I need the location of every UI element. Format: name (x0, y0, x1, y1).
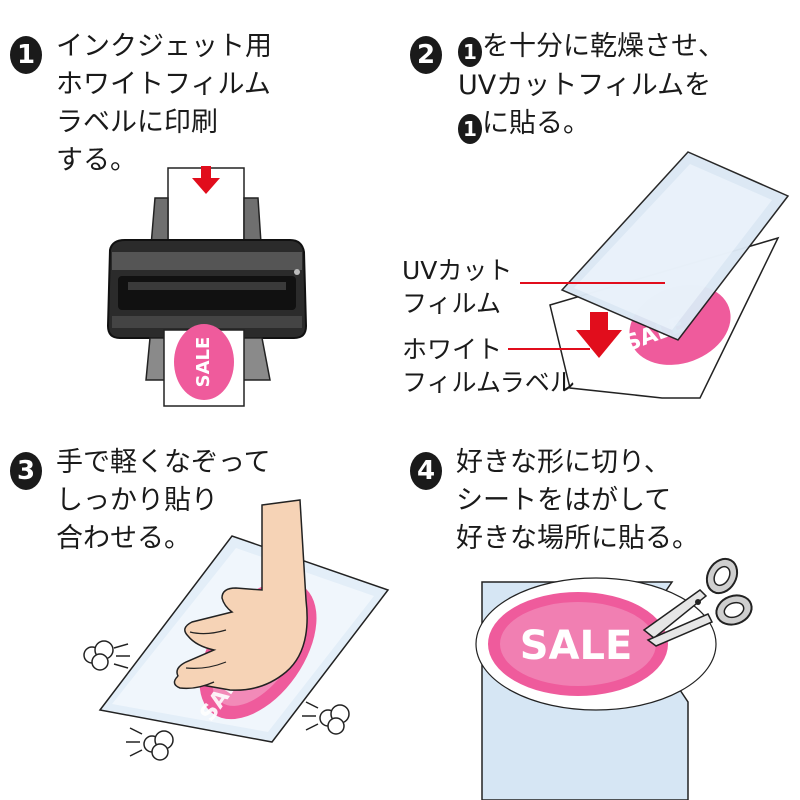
step-instruction: 好きな形に切り、 シートをはがして 好きな場所に貼る。 (456, 444, 699, 558)
step-reference-badge: 1 (458, 37, 482, 67)
printer-icon (106, 239, 308, 339)
step-reference-badge: 1 (458, 114, 482, 144)
printer-illustration: SALE (106, 166, 308, 407)
down-arrow-icon (192, 166, 220, 194)
step-instruction: 手で軽くなぞって しっかり貼り 合わせる。 (56, 444, 271, 558)
scissors-icon (642, 557, 753, 647)
instruction-line: に貼る。 (482, 108, 590, 139)
instruction-line: ラベルに印刷 (56, 107, 218, 138)
step-3-panel: SALE 3 手で軽くなぞって しっかり貼り 合わせる。 (0, 400, 400, 800)
cut-and-peel-illustration: SALE (475, 557, 753, 800)
hand-icon (173, 499, 308, 691)
step-number-badge: 3 (10, 452, 42, 490)
step-4-panel: SALE 4 好きな形に切り、 シートをはがして 好きな場所に貼る。 (400, 400, 800, 800)
sale-label-text: SALE (520, 623, 633, 669)
sale-label-text: SALE (193, 337, 214, 388)
white-film-label-callout: ホワイト フィルムラベル (402, 333, 575, 399)
instruction-line: しっかり貼り (56, 485, 218, 516)
instruction-line: シートをはがして (456, 485, 672, 516)
instruction-line: を十分に乾燥させ、 (482, 31, 725, 62)
callout-text: フィルムラベル (402, 368, 575, 397)
motion-puff-icon (83, 640, 130, 671)
callout-text: ホワイト (402, 335, 503, 364)
instruction-line: インクジェット用 (56, 31, 272, 62)
instruction-line: する。 (56, 145, 137, 176)
motion-puff-icon (126, 727, 174, 761)
instruction-line: 合わせる。 (56, 523, 191, 554)
instruction-line: 手で軽くなぞって (56, 447, 271, 478)
callout-text: UVカット (402, 256, 513, 285)
down-arrow-icon (576, 312, 622, 358)
instruction-line: 好きな場所に貼る。 (456, 523, 699, 554)
instruction-line: UVカットフィルムを (458, 70, 712, 101)
motion-puff-icon (302, 701, 350, 735)
callout-text: フィルム (402, 289, 502, 318)
step-1-panel: SALE 1 インクジェット用 ホワイトフィルム ラベルに印刷 する。 (0, 0, 400, 407)
step-instruction: インクジェット用 ホワイトフィルム ラベルに印刷 する。 (56, 28, 272, 180)
step-number-badge: 2 (410, 36, 442, 74)
step-number-badge: 4 (410, 452, 442, 490)
step-number-badge: 1 (10, 36, 42, 74)
uv-film-callout: UVカット フィルム (402, 254, 512, 320)
film-application-illustration: SALE (508, 151, 790, 399)
instruction-line: ホワイトフィルム (56, 69, 271, 100)
instruction-line: 好きな形に切り、 (456, 447, 671, 478)
hand-smoothing-illustration: SALE (83, 499, 390, 761)
